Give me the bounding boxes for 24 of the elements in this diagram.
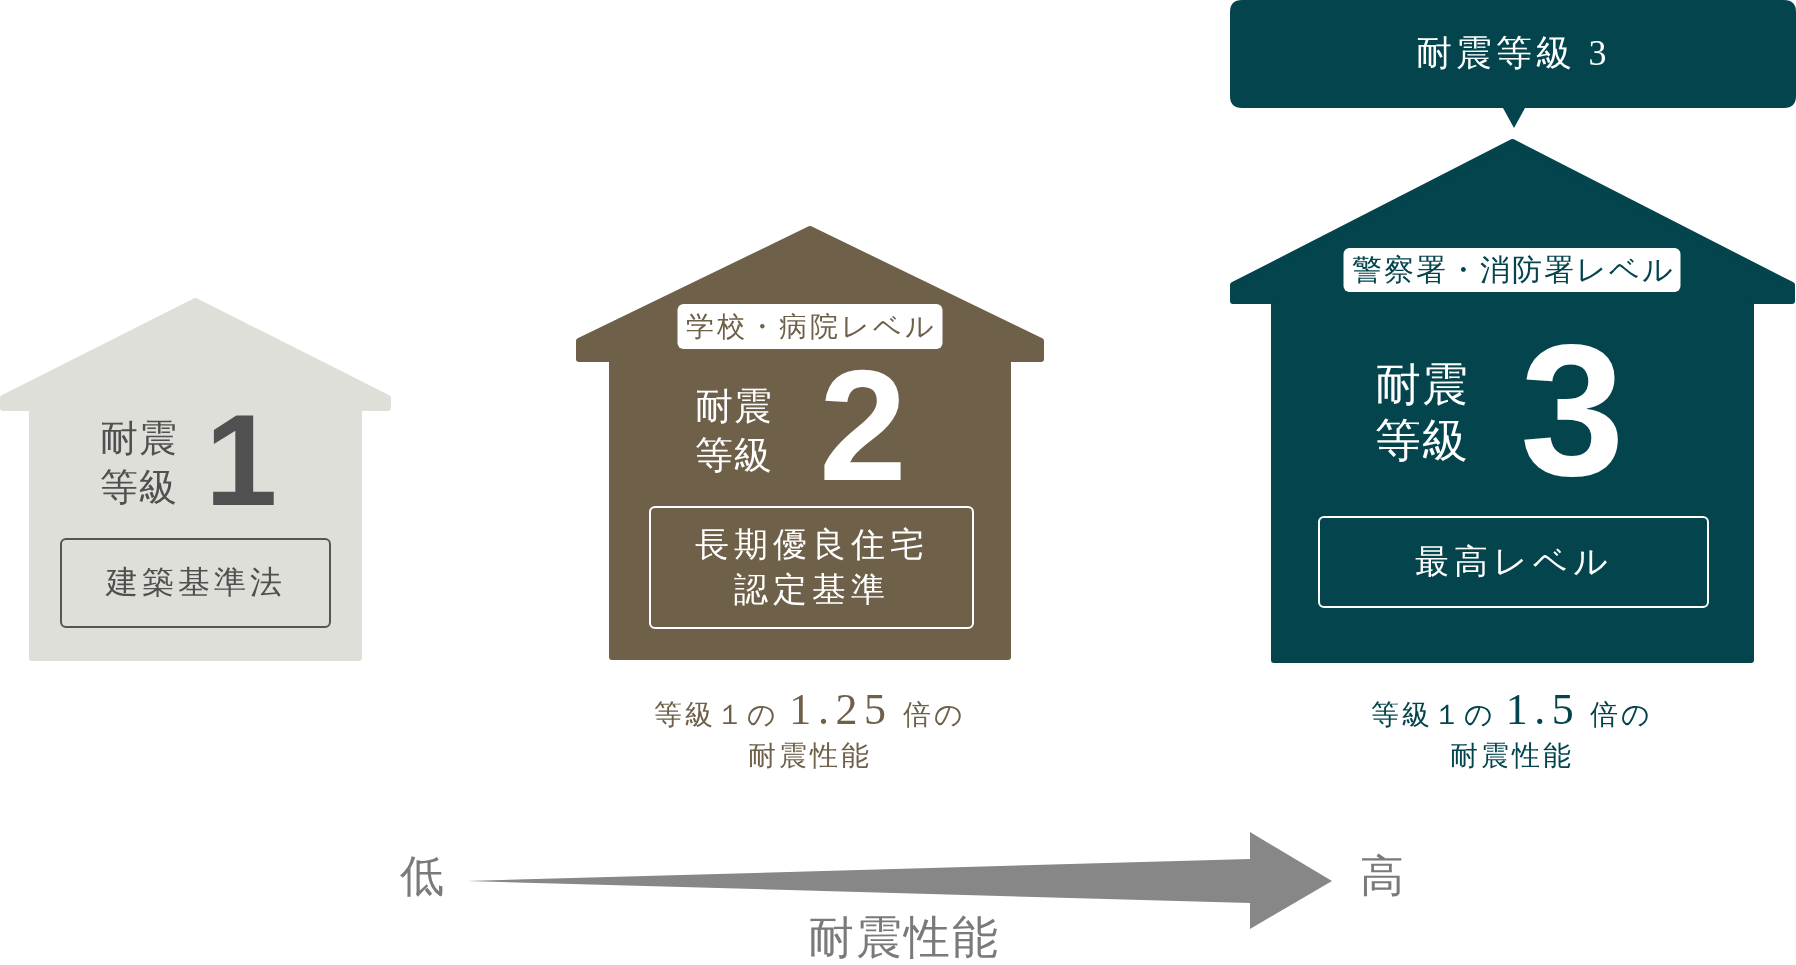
axis-title: 耐震性能 — [808, 915, 1000, 961]
grade-label: 耐震等級 — [1375, 358, 1471, 469]
scale-label: 高 — [1360, 855, 1404, 899]
performance-caption: 等級１の 1.25 倍の耐震性能 — [653, 688, 967, 773]
standard-frame — [1318, 516, 1709, 608]
bubble-text: 耐震等級 3 — [1415, 32, 1611, 76]
grade-number: 1 — [205, 412, 278, 510]
house-shape — [576, 226, 1044, 660]
performance-caption: 等級１の 1.5 倍の耐震性能 — [1369, 688, 1655, 773]
level-tag: 学校・病院レベル — [677, 304, 943, 349]
grade-label: 耐震等級 — [695, 384, 775, 479]
house-shape — [0, 298, 391, 661]
grade-number: 3 — [1520, 340, 1625, 481]
grade-number: 2 — [819, 366, 907, 485]
standard-label: 最高レベル — [1414, 541, 1613, 582]
grade-label: 耐震等級 — [100, 416, 180, 511]
scale-label: 低 — [400, 855, 444, 899]
house-shape — [1230, 139, 1795, 663]
standard-label: 建築基準法 — [105, 563, 286, 603]
speech-bubble — [1230, 0, 1796, 128]
standard-label: 長期優良住宅認定基準 — [693, 525, 930, 610]
standard-frame — [60, 538, 331, 628]
standard-frame — [649, 506, 974, 629]
level-tag: 警察署・消防署レベル — [1343, 248, 1681, 292]
